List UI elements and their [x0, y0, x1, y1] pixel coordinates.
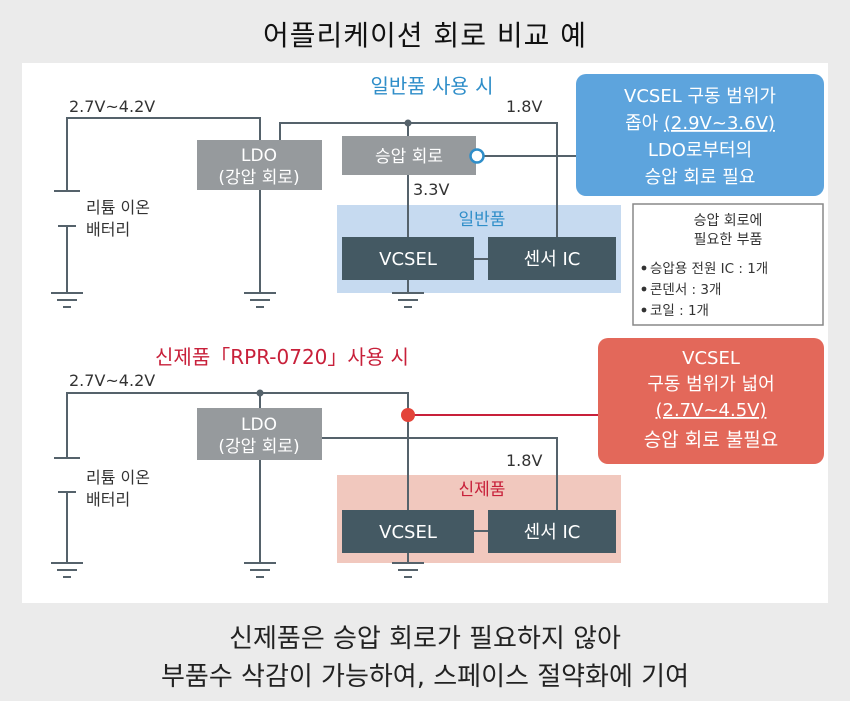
- bottom-area-label: 신제품: [459, 480, 506, 500]
- bottom-rail-voltage: 1.8V: [506, 451, 542, 470]
- bottom-ldo-line1: LDO: [241, 415, 277, 435]
- top-sensor-label: 센서 IC: [524, 249, 581, 270]
- top-ground-3: [392, 292, 424, 308]
- top-callout-line2: 좁아 (2.9V~3.6V): [625, 113, 775, 134]
- top-sensor-box: [488, 237, 616, 280]
- top-rail-voltage: 1.8V: [506, 97, 542, 116]
- footer-line-2: 부품수 삭감이 가능하여, 스페이스 절약화에 기여: [161, 662, 689, 692]
- top-parts-item-1: 승압용 전원 IC : 1개: [650, 261, 768, 277]
- top-ground-2: [244, 292, 276, 308]
- bottom-vcsel-box: [342, 510, 474, 553]
- bottom-section: 신제품「RPR-0720」사용 시 신제품 리튬 이온 배터리: [51, 338, 824, 578]
- top-ldo-box: [197, 140, 322, 190]
- top-area-label: 일반품: [459, 210, 506, 230]
- diagram-panel: 일반품 사용 시 일반품 리튬 이온 배터리: [22, 63, 828, 603]
- top-ground-1: [51, 292, 83, 308]
- footer-line-1: 신제품은 승압 회로가 필요하지 않아: [229, 624, 621, 654]
- top-callout-line2-prefix: 좁아: [625, 113, 664, 134]
- top-ldo-line1: LDO: [241, 146, 277, 166]
- top-callout-line1: VCSEL 구동 범위가: [624, 86, 776, 107]
- bottom-vcsel-label: VCSEL: [379, 522, 437, 543]
- top-callout: [576, 74, 824, 196]
- top-vcsel-box: [342, 237, 474, 280]
- top-vcsel-label: VCSEL: [379, 249, 437, 270]
- top-heading: 일반품 사용 시: [370, 74, 493, 98]
- bottom-callout-line2: 구동 범위가 넓어: [647, 374, 774, 395]
- top-parts-title1: 승압 회로에: [694, 213, 763, 229]
- bottom-junction-marker: [401, 408, 415, 422]
- page-title: 어플리케이션 회로 비교 예: [262, 19, 588, 52]
- top-boost-voltage: 3.3V: [413, 180, 449, 199]
- circuit-diagram: 일반품 사용 시 일반품 리튬 이온 배터리: [51, 74, 824, 578]
- bottom-ground-3: [392, 562, 424, 578]
- bottom-battery-symbol: [54, 457, 80, 493]
- top-callout-range: (2.9V~3.6V): [664, 113, 775, 134]
- bottom-callout-line1: VCSEL: [682, 348, 740, 369]
- bottom-ground-2: [244, 562, 276, 578]
- bottom-battery-line2: 배터리: [86, 490, 130, 509]
- bottom-ldo-box: [197, 408, 322, 460]
- bottom-callout-line4: 승압 회로 불필요: [644, 429, 778, 451]
- bottom-battery-line1: 리튬 이온: [86, 468, 150, 487]
- top-parts-title2: 필요한 부품: [694, 232, 763, 248]
- bottom-sensor-label: 센서 IC: [524, 522, 581, 543]
- top-battery-line2: 배터리: [86, 220, 130, 239]
- bottom-callout-line3: (2.7V~4.5V): [655, 400, 766, 421]
- top-parts-item-2: 콘덴서 : 3개: [650, 282, 721, 298]
- top-battery-line1: 리튬 이온: [86, 198, 150, 217]
- top-ldo-line2: (강압 회로): [218, 168, 299, 188]
- top-callout-line4: 승압 회로 필요: [645, 167, 756, 188]
- top-battery-symbol: [54, 190, 80, 227]
- top-input-voltage: 2.7V~4.2V: [69, 97, 155, 116]
- top-parts-item-3: 코일 : 1개: [650, 303, 709, 319]
- bottom-callout: [598, 338, 824, 464]
- bottom-ground-1: [51, 562, 83, 578]
- top-parts-box: [632, 203, 824, 326]
- top-section: 일반품 사용 시 일반품 리튬 이온 배터리: [51, 74, 824, 326]
- bottom-input-voltage: 2.7V~4.2V: [69, 371, 155, 390]
- top-boost-marker: [469, 148, 485, 164]
- bottom-heading: 신제품「RPR-0720」사용 시: [155, 345, 409, 369]
- top-callout-line3: LDO로부터의: [648, 140, 752, 161]
- top-boost-box: [342, 136, 476, 175]
- bottom-sensor-box: [488, 510, 616, 553]
- top-boost-label: 승압 회로: [375, 147, 443, 167]
- bottom-ldo-line2: (강압 회로): [218, 437, 299, 457]
